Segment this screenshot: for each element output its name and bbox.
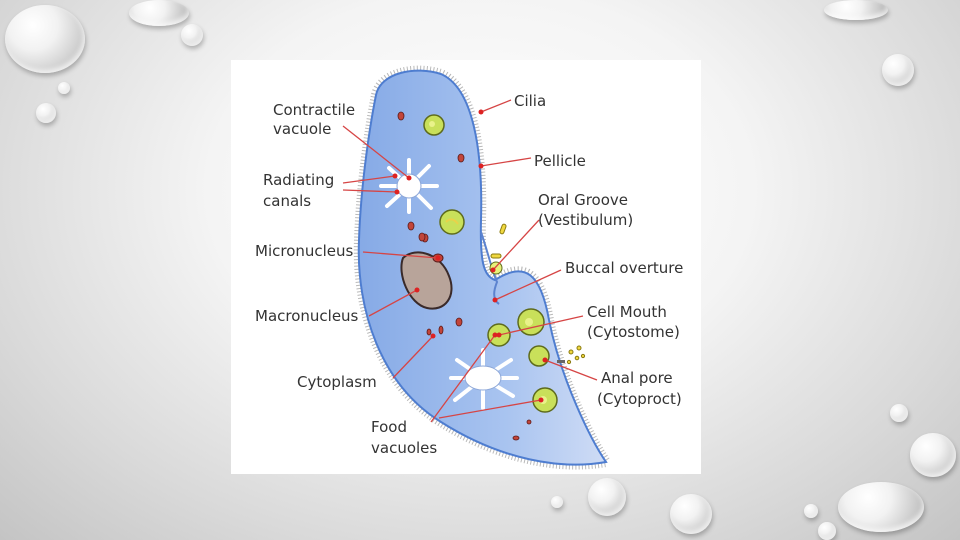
water-drop — [181, 24, 203, 46]
food-vacuole — [532, 387, 558, 413]
cytoplasm-granules — [397, 111, 532, 441]
label-cytoplasm: Cytoplasm — [297, 373, 377, 391]
leader-lines — [342, 99, 598, 423]
label-buccal-overture: Buccal overture — [565, 259, 683, 277]
label-cilia: Cilia — [514, 92, 546, 110]
water-drop — [890, 404, 908, 422]
water-drop — [882, 54, 914, 86]
label-micronucleus: Micronucleus — [255, 242, 354, 260]
cell-body — [357, 69, 608, 466]
water-drop — [588, 478, 626, 516]
water-drop — [551, 496, 563, 508]
water-drop — [818, 522, 836, 540]
food-vacuole — [528, 345, 550, 367]
water-drop — [36, 103, 56, 123]
macronucleus — [400, 251, 453, 310]
food-vacuole — [517, 308, 545, 336]
water-drop — [670, 494, 712, 534]
water-drop — [58, 82, 70, 94]
water-drop — [910, 433, 956, 477]
water-drop — [129, 0, 189, 26]
water-drop — [838, 482, 924, 532]
anal-pore — [557, 360, 565, 363]
food-particles — [490, 223, 586, 365]
label-cell-mouth: Cell Mouth(Cytostome) — [587, 303, 680, 341]
food-vacuole — [439, 209, 465, 235]
water-drop — [824, 0, 888, 20]
label-macronucleus: Macronucleus — [255, 307, 359, 325]
food-vacuole — [423, 114, 445, 136]
label-anal-pore: Anal pore(Cytoproct) — [597, 369, 682, 408]
water-drop — [804, 504, 818, 518]
label-pellicle: Pellicle — [534, 152, 586, 170]
water-drop — [5, 5, 85, 73]
contractile-vacuole-top — [379, 158, 439, 214]
label-oral-groove: Oral Groove(Vestibulum) — [538, 191, 633, 229]
